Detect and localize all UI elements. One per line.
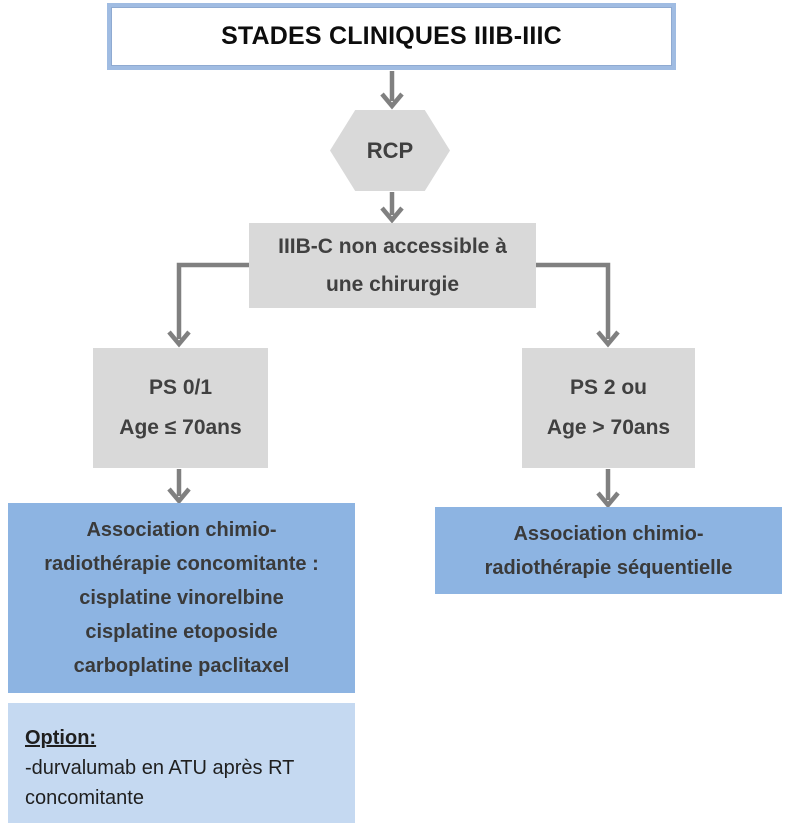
ps-right-node: PS 2 ou Age > 70ans — [522, 348, 695, 468]
arrow-rcp-to-eligibility-icon — [380, 192, 404, 224]
eligibility-text: IIIB-C non accessible à une chirurgie — [278, 234, 507, 296]
option-body: -durvalumab en ATU après RT concomitante — [25, 757, 295, 809]
rcp-label: RCP — [366, 137, 414, 163]
treatment-sequential-node: Association chimio- radiothérapie séquen… — [435, 507, 782, 594]
title-text: STADES CLINIQUES IIIB-IIIC — [221, 22, 562, 50]
arrow-eligibility-to-ps-right-icon — [536, 262, 620, 348]
arrow-title-to-rcp-icon — [380, 71, 404, 110]
rcp-node: RCP — [330, 110, 450, 191]
title-node: STADES CLINIQUES IIIB-IIIC — [107, 3, 676, 70]
ps-left-text: PS 0/1 Age ≤ 70ans — [119, 376, 242, 439]
arrow-eligibility-to-ps-left-icon — [167, 262, 250, 348]
ps-left-node: PS 0/1 Age ≤ 70ans — [93, 348, 268, 468]
arrow-ps-left-to-treatment-icon — [167, 469, 191, 505]
treatment-sequential-text: Association chimio- radiothérapie séquen… — [484, 522, 733, 579]
arrow-ps-right-to-treatment-icon — [596, 469, 620, 509]
ps-right-text: PS 2 ou Age > 70ans — [546, 376, 671, 439]
option-node: Option: -durvalumab en ATU après RT conc… — [8, 703, 355, 823]
treatment-concomitant-node: Association chimio- radiothérapie concom… — [8, 503, 355, 693]
option-title: Option: — [25, 727, 97, 749]
eligibility-node: IIIB-C non accessible à une chirurgie — [249, 223, 536, 308]
treatment-concomitant-text: Association chimio- radiothérapie concom… — [44, 519, 319, 677]
